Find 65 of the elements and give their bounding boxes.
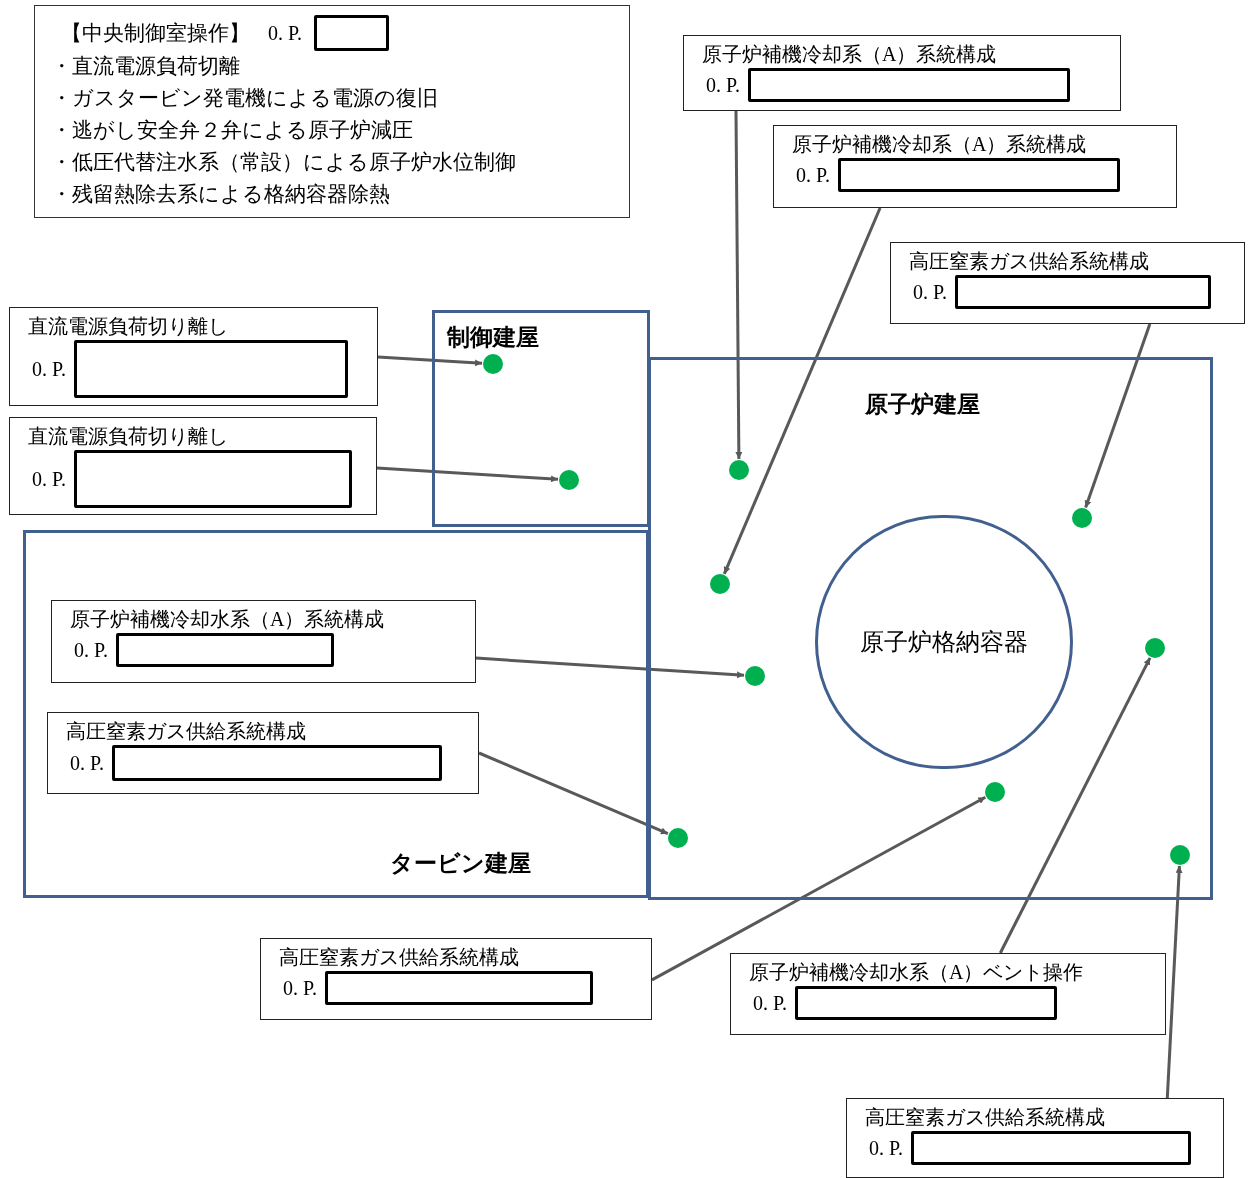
location-marker [985, 782, 1005, 802]
bullet-item: ・逃がし安全弁２弁による原子炉減圧 [51, 117, 413, 144]
arrow [475, 656, 745, 679]
callout-title: 高圧窒素ガス供給系統構成 [909, 249, 1149, 273]
arrow [722, 207, 882, 575]
callout-title: 原子炉補機冷却系（A）系統構成 [792, 132, 1087, 156]
location-marker [668, 828, 688, 848]
arrow [376, 466, 559, 483]
callout-box [9, 417, 377, 515]
op-label: 0. P. [796, 163, 830, 187]
callout-title: 原子炉補機冷却水系（A）ベント操作 [749, 960, 1084, 984]
callout-title: 高圧窒素ガス供給系統構成 [279, 945, 519, 969]
bullet-item: ・ガスタービン発電機による電源の復旧 [51, 85, 438, 112]
callout-box [260, 938, 652, 1020]
building-outline [648, 357, 1213, 900]
location-marker [1170, 845, 1190, 865]
arrow [377, 355, 483, 367]
building-label: 原子炉建屋 [865, 390, 980, 418]
location-marker [1145, 638, 1165, 658]
op-label: 0. P. [32, 357, 66, 381]
callout-box [51, 600, 476, 683]
bullet-item: ・低圧代替注水系（常設）による原子炉水位制御 [51, 149, 516, 176]
arrow [651, 795, 987, 982]
location-marker [710, 574, 730, 594]
arrow [734, 111, 743, 459]
callout-title: 直流電源負荷切り離し [28, 424, 228, 448]
op-label: 0. P. [74, 638, 108, 662]
location-marker [559, 470, 579, 490]
callout-title: 高圧窒素ガス供給系統構成 [66, 719, 306, 743]
building-outline [432, 310, 650, 527]
callout-box [9, 307, 378, 406]
bullet-item: ・残留熱除去系による格納容器除熱 [51, 181, 390, 208]
arrow [999, 657, 1152, 954]
callout-box [730, 953, 1166, 1035]
building-label: タービン建屋 [390, 849, 531, 877]
callout-title: 高圧窒素ガス供給系統構成 [865, 1105, 1105, 1129]
op-label: 0. P. [32, 467, 66, 491]
location-marker [745, 666, 765, 686]
location-marker [729, 460, 749, 480]
callout-box [773, 125, 1177, 208]
building-outline [23, 530, 649, 898]
callout-box [47, 712, 479, 794]
bullet-item: ・直流電源負荷切離 [51, 53, 240, 80]
op-label: 0. P. [70, 751, 104, 775]
callout-title: 直流電源負荷切り離し [28, 314, 228, 338]
callout-box [846, 1098, 1224, 1178]
note-heading: 【中央制御室操作】 [61, 20, 250, 47]
note-box [34, 5, 630, 218]
location-marker [483, 354, 503, 374]
callout-box [683, 35, 1121, 111]
callout-box [890, 242, 1245, 324]
op-label: 0. P. [706, 73, 740, 97]
op-label: 0. P. [913, 280, 947, 304]
arrow [1084, 323, 1152, 509]
vessel-label: 原子炉格納容器 [860, 628, 1028, 657]
op-label: 0. P. [283, 976, 317, 1000]
op-label: 0. P. [753, 991, 787, 1015]
location-marker [1072, 508, 1092, 528]
arrow [1165, 865, 1183, 1099]
op-label: 0. P. [869, 1136, 903, 1160]
arrow [478, 751, 669, 836]
callout-title: 原子炉補機冷却系（A）系統構成 [702, 42, 997, 66]
callout-title: 原子炉補機冷却水系（A）系統構成 [70, 607, 385, 631]
op-label: 0. P. [268, 21, 302, 46]
building-label: 制御建屋 [447, 323, 539, 351]
